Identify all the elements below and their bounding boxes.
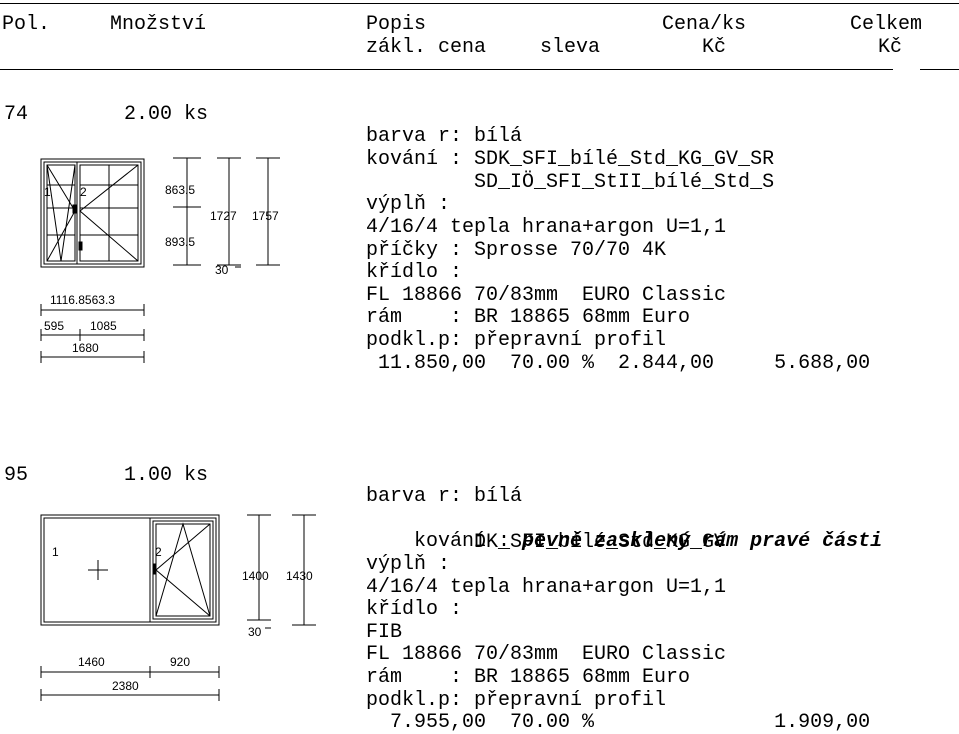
desc-line: křídlo : [366,261,463,284]
item-position: 95 [4,464,29,487]
dim-label: 2380 [112,679,139,693]
desc-line: barva r: bílá [366,485,523,508]
window-95-frame [40,514,220,626]
desc-line: příčky : Sprosse 70/70 4K [366,239,667,262]
dim-label: 920 [170,655,190,669]
item-quantity: 2.00 ks [124,103,209,126]
desc-line: SD_IÖ_SFI_StII_bílé_Std_S [366,171,775,194]
desc-line: DK_SFI_bílé_Std_KG_GV [366,531,727,554]
dim-label: 30 [215,263,229,277]
handle-icon [78,241,83,251]
desc-line: FL 18866 70/83mm EURO Classic [366,643,727,666]
dim-label: 1757 [252,209,279,223]
panel-label: 1 [52,545,59,559]
item-position: 74 [4,103,29,126]
desc-line: FL 18866 70/83mm EURO Classic [366,284,727,307]
header-rule [0,69,893,70]
col-position-header: Pol. [2,13,51,36]
col-total-currency: Kč [878,36,903,59]
panel-label: 2 [155,545,162,559]
desc-line: výplň : [366,553,451,576]
desc-line: podkl.p: přepravní profil [366,329,667,352]
dim-label: 863.5 [165,183,195,197]
desc-line: podkl.p: přepravní profil [366,689,667,712]
desc-line: kování : pevně zasklený rám pravé části [366,509,882,575]
dim-label: 595 [44,319,64,333]
desc-prefix: kování : [414,530,523,553]
col-unit-price-currency: Kč [702,36,727,59]
handle-icon [152,563,157,575]
desc-line: rám : BR 18865 68mm Euro [366,666,691,689]
desc-line: FIB [366,621,403,644]
col-description-header: Popis [366,13,427,36]
dim-label: 1085 [90,319,117,333]
desc-line: 4/16/4 tepla hrana+argon U=1,1 [366,216,727,239]
top-rule [0,3,959,4]
dim-label: 1400 [242,569,269,583]
dim-label: 1430 [286,569,313,583]
dim-label: 893.5 [165,235,195,249]
col-unit-price-header: Cena/ks [662,13,747,36]
desc-line: 4/16/4 tepla hrana+argon U=1,1 [366,576,727,599]
header-rule-end [920,69,959,70]
window-74-frame [40,158,145,268]
price-row: 7.955,00 70.00 % 1.909,00 [366,711,871,734]
dim-label: 1116.8563.3 [50,293,115,307]
panel-label: 1 [44,185,51,199]
col-quantity-header: Množství [110,13,207,36]
desc-line: rám : BR 18865 68mm Euro [366,306,691,329]
desc-italic: pevně zasklený rám pravé části [522,530,883,553]
dim-label: 30 [248,625,262,639]
price-row: 11.850,00 70.00 % 2.844,00 5.688,00 [366,352,871,375]
dim-label: 1680 [72,341,99,355]
col-total-header: Celkem [850,13,923,36]
dim-label: 1460 [78,655,105,669]
dim-label: 1727 [210,209,237,223]
col-discount-header: sleva [540,36,601,59]
desc-line: křídlo : [366,598,463,621]
col-base-price-header: zákl. cena [366,36,487,59]
desc-line: výplň : [366,193,451,216]
panel-label: 2 [80,185,87,199]
item-quantity: 1.00 ks [124,464,209,487]
handle-icon [72,204,77,214]
desc-line: kování : SDK_SFI_bílé_Std_KG_GV_SR [366,148,775,171]
desc-line: barva r: bílá [366,125,523,148]
